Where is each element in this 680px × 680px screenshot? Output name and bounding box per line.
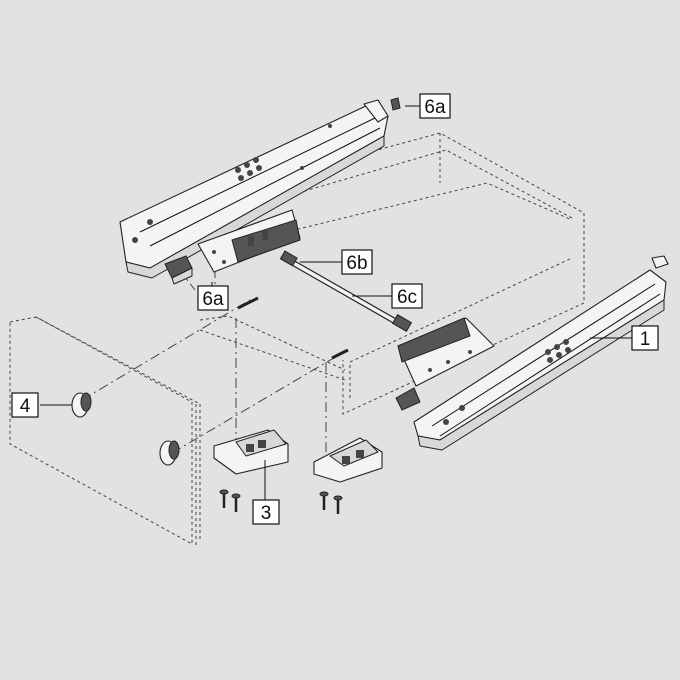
- callout-4: 4: [11, 392, 39, 418]
- callout-6a-top-label: 6a: [424, 97, 446, 118]
- top-clip: [390, 97, 401, 111]
- callout-6b: 6b: [341, 249, 373, 275]
- synchronisation-rod: [279, 250, 413, 333]
- callout-1: 1: [631, 325, 659, 351]
- callout-3: 3: [252, 499, 280, 525]
- left-plate: [197, 209, 301, 273]
- left-runner-holes: [132, 124, 332, 243]
- callout-6c: 6c: [391, 283, 423, 309]
- right-runner: [413, 255, 669, 451]
- callout-6c-label: 6c: [397, 287, 417, 308]
- bracket-screws: [219, 489, 343, 514]
- right-runner-holes: [443, 339, 571, 425]
- callout-6a-left-label: 6a: [202, 289, 224, 310]
- locking-bracket-left: [213, 429, 289, 475]
- screws-upper: [237, 296, 349, 360]
- locking-device-right: [395, 387, 421, 411]
- locking-bracket-right: [313, 437, 383, 483]
- callout-6a-left: 6a: [197, 285, 229, 311]
- front-fixing-dowels: [71, 392, 180, 466]
- callout-3-label: 3: [261, 503, 272, 524]
- drawer-box-outline: [129, 132, 585, 415]
- right-plate: [397, 317, 495, 387]
- left-runner: [119, 99, 389, 279]
- callout-1-label: 1: [640, 329, 651, 350]
- leader-lines: [40, 105, 632, 500]
- callout-6b-label: 6b: [346, 253, 367, 274]
- front-panel-outline: [9, 315, 346, 546]
- callout-4-label: 4: [20, 396, 31, 417]
- callout-6a-top: 6a: [419, 93, 451, 119]
- locking-device-left: [164, 255, 193, 285]
